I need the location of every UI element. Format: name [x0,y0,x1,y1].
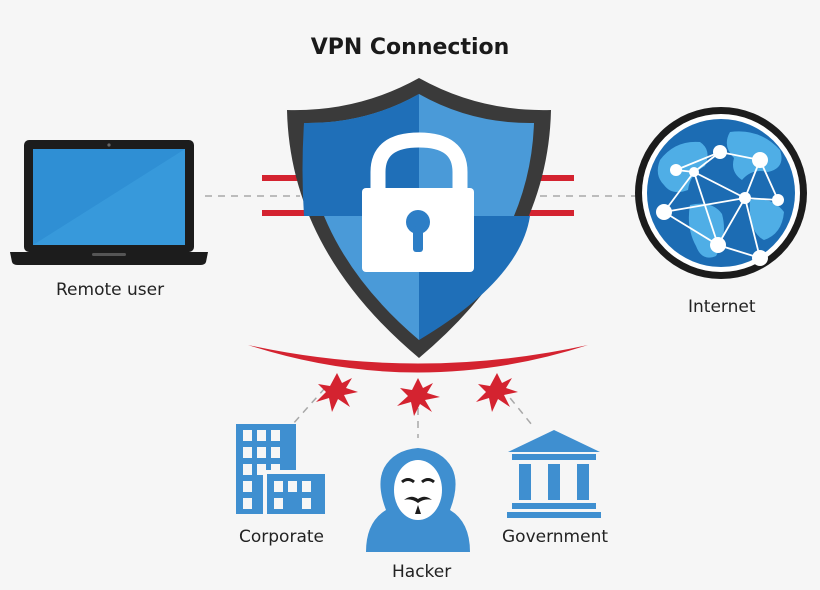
attack-burst-right [476,373,518,412]
government-building-icon [507,430,601,518]
label-government: Government [502,527,609,547]
padlock-icon [362,132,474,272]
laptop-icon [10,140,208,265]
label-internet: Internet [688,297,756,317]
connector-government [501,387,533,426]
label-hacker: Hacker [392,562,452,582]
hacker-icon [366,448,470,552]
diagram-title: VPN Connection [310,35,510,60]
attack-burst-left [316,373,358,412]
tunnel-bars [262,175,574,216]
corporate-building-icon [236,424,329,514]
firewall-arc [248,345,588,373]
globe-icon [635,107,807,279]
connector-lines [205,195,640,438]
attack-burst-center [397,378,440,416]
label-remote-user: Remote user [56,280,165,300]
label-corporate: Corporate [239,527,324,547]
connector-corporate [291,387,326,426]
